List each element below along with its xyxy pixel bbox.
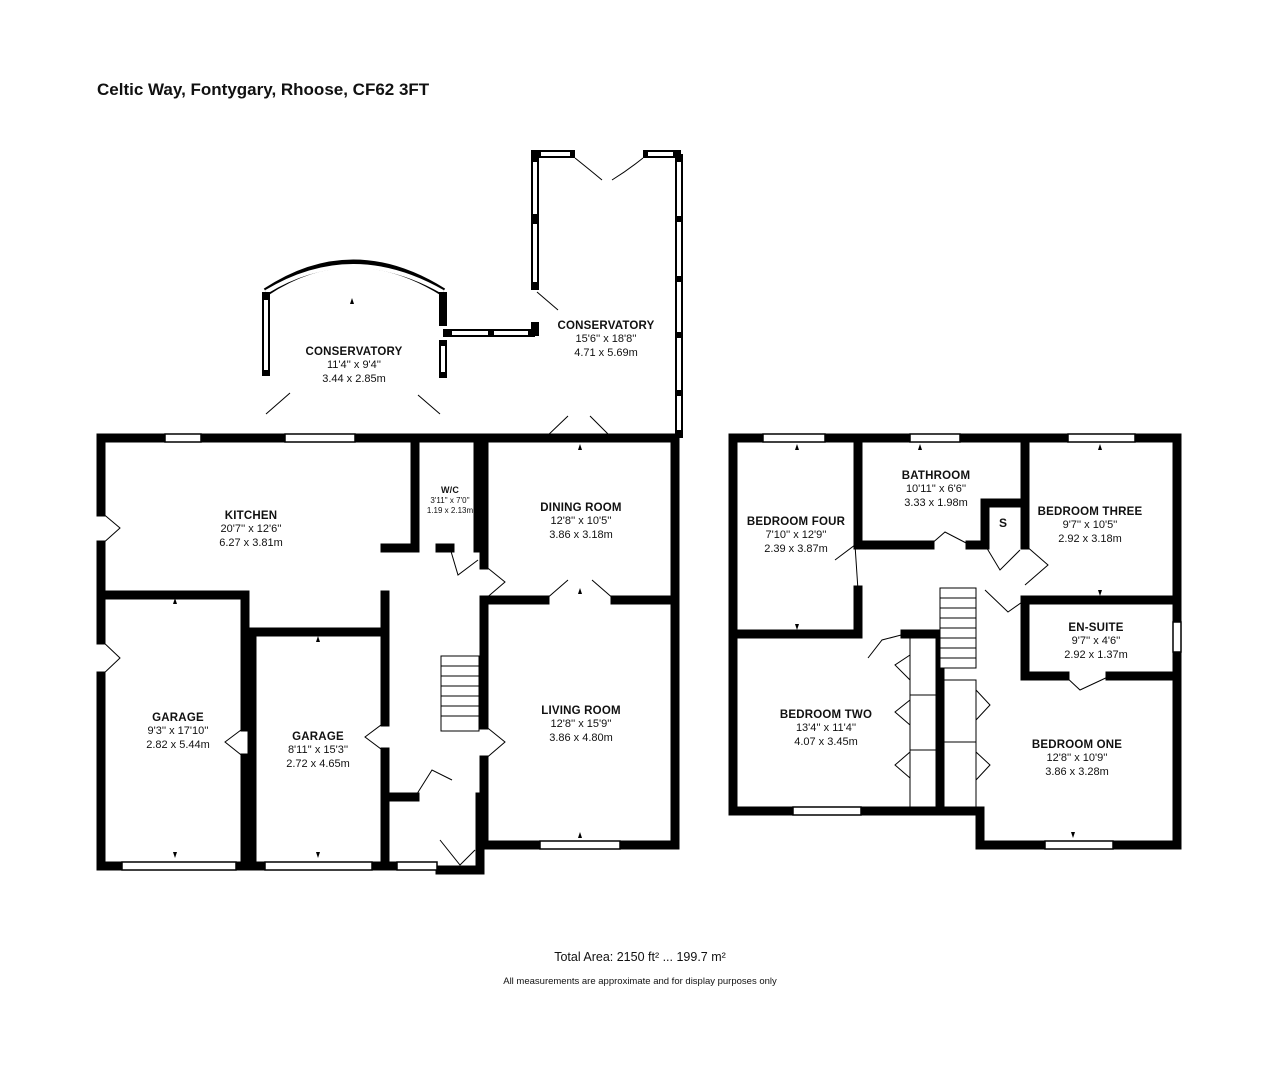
first-floor-stairs	[939, 587, 977, 669]
room-dimensions-metric: 2.39 x 3.87m	[764, 543, 828, 556]
room-dimensions-imperial: 12'8'' x 10'9''	[1046, 752, 1108, 765]
room-dimensions-imperial: 9'7'' x 10'5''	[1062, 519, 1118, 532]
first-floor-windows	[762, 433, 1182, 850]
room-label-conservatory-small: CONSERVATORY 11'4'' x 9'4'' 3.44 x 2.85m	[306, 345, 403, 387]
room-dimensions-metric: 3.86 x 4.80m	[549, 732, 613, 745]
large-conservatory	[443, 150, 683, 439]
room-dimensions-imperial: 20'7'' x 12'6''	[220, 523, 282, 536]
room-label-living-room: LIVING ROOM 12'8'' x 15'9'' 3.86 x 4.80m	[541, 704, 621, 746]
ground-floor-doors	[100, 511, 616, 866]
room-name: BEDROOM FOUR	[746, 516, 846, 528]
first-floor-doors-and-wardrobes	[834, 531, 1111, 811]
room-label-dining-room: DINING ROOM 12'8'' x 10'5'' 3.86 x 3.18m	[540, 501, 621, 543]
room-name: GARAGE	[292, 731, 344, 743]
room-dimensions-imperial: 12'8'' x 15'9''	[550, 718, 612, 731]
room-label-garage-right: GARAGE 8'11'' x 15'3'' 2.72 x 4.65m	[286, 730, 350, 772]
room-dimensions-metric: 3.86 x 3.18m	[549, 529, 613, 542]
room-dimensions-metric: 2.82 x 5.44m	[146, 739, 210, 752]
room-name: GARAGE	[152, 712, 204, 724]
room-dimensions-metric: 3.33 x 1.98m	[904, 497, 968, 510]
room-label-bathroom: BATHROOM 10'11'' x 6'6'' 3.33 x 1.98m	[902, 469, 970, 511]
room-name: BEDROOM THREE	[1037, 506, 1143, 518]
total-area: Total Area: 2150 ft² ... 199.7 m²	[554, 950, 726, 964]
storage-cupboard-label: S	[998, 516, 1008, 530]
room-label-bedroom-three: BEDROOM THREE 9'7'' x 10'5'' 2.92 x 3.18…	[1038, 505, 1143, 547]
room-name: BATHROOM	[901, 470, 971, 482]
room-dimensions-metric: 6.27 x 3.81m	[219, 537, 283, 550]
room-dimensions-imperial: 3'11'' x 7'0''	[430, 496, 470, 506]
room-dimensions-imperial: 13'4'' x 11'4''	[795, 722, 857, 735]
room-dimensions-imperial: 9'3'' x 17'10''	[147, 725, 209, 738]
room-dimensions-metric: 2.92 x 1.37m	[1064, 649, 1128, 662]
room-label-ensuite: EN-SUITE 9'7'' x 4'6'' 2.92 x 1.37m	[1064, 621, 1128, 663]
room-name: BEDROOM ONE	[1031, 739, 1123, 751]
room-dimensions-imperial: 12'8'' x 10'5''	[550, 515, 612, 528]
ground-floor-walls	[96, 433, 680, 875]
room-name: CONSERVATORY	[557, 320, 655, 332]
measurement-disclaimer: All measurements are approximate and for…	[503, 976, 777, 987]
room-dimensions-metric: 1.19 x 2.13m	[426, 506, 474, 516]
room-label-bedroom-one: BEDROOM ONE 12'8'' x 10'9'' 3.86 x 3.28m	[1032, 738, 1122, 780]
room-name: DINING ROOM	[540, 502, 622, 514]
room-dimensions-imperial: 7'10'' x 12'9''	[765, 529, 827, 542]
room-dimensions-metric: 2.92 x 3.18m	[1058, 533, 1122, 546]
room-name: EN-SUITE	[1068, 622, 1124, 634]
room-label-conservatory-large: CONSERVATORY 15'6'' x 18'8'' 4.71 x 5.69…	[558, 319, 655, 361]
room-dimensions-imperial: 15'6'' x 18'8''	[575, 333, 637, 346]
measurement-arrows	[173, 298, 1102, 858]
room-dimensions-metric: 4.07 x 3.45m	[794, 736, 858, 749]
room-label-bedroom-four: BEDROOM FOUR 7'10'' x 12'9'' 2.39 x 3.87…	[747, 515, 845, 557]
room-dimensions-metric: 4.71 x 5.69m	[574, 347, 638, 360]
room-label-wc: W/C 3'11'' x 7'0'' 1.19 x 2.13m	[427, 485, 473, 516]
room-dimensions-imperial: 10'11'' x 6'6''	[905, 483, 967, 496]
room-name: W/C	[440, 485, 460, 495]
room-dimensions-metric: 3.44 x 2.85m	[322, 373, 386, 386]
room-name: LIVING ROOM	[541, 705, 621, 717]
ground-floor-windows	[121, 433, 621, 871]
room-name: CONSERVATORY	[305, 346, 403, 358]
room-name: KITCHEN	[224, 510, 278, 522]
room-dimensions-imperial: 11'4'' x 9'4''	[326, 359, 381, 372]
ground-floor-stairs	[440, 655, 480, 732]
room-name: BEDROOM TWO	[779, 709, 873, 721]
room-dimensions-imperial: 8'11'' x 15'3''	[287, 744, 349, 757]
room-label-kitchen: KITCHEN 20'7'' x 12'6'' 6.27 x 3.81m	[219, 509, 283, 551]
room-label-bedroom-two: BEDROOM TWO 13'4'' x 11'4'' 4.07 x 3.45m	[780, 708, 872, 750]
room-dimensions-metric: 3.86 x 3.28m	[1045, 766, 1109, 779]
room-label-garage-left: GARAGE 9'3'' x 17'10'' 2.82 x 5.44m	[146, 711, 210, 753]
room-dimensions-metric: 2.72 x 4.65m	[286, 758, 350, 771]
room-dimensions-imperial: 9'7'' x 4'6''	[1071, 635, 1121, 648]
property-address-title: Celtic Way, Fontygary, Rhoose, CF62 3FT	[97, 80, 430, 99]
small-conservatory	[262, 259, 447, 415]
